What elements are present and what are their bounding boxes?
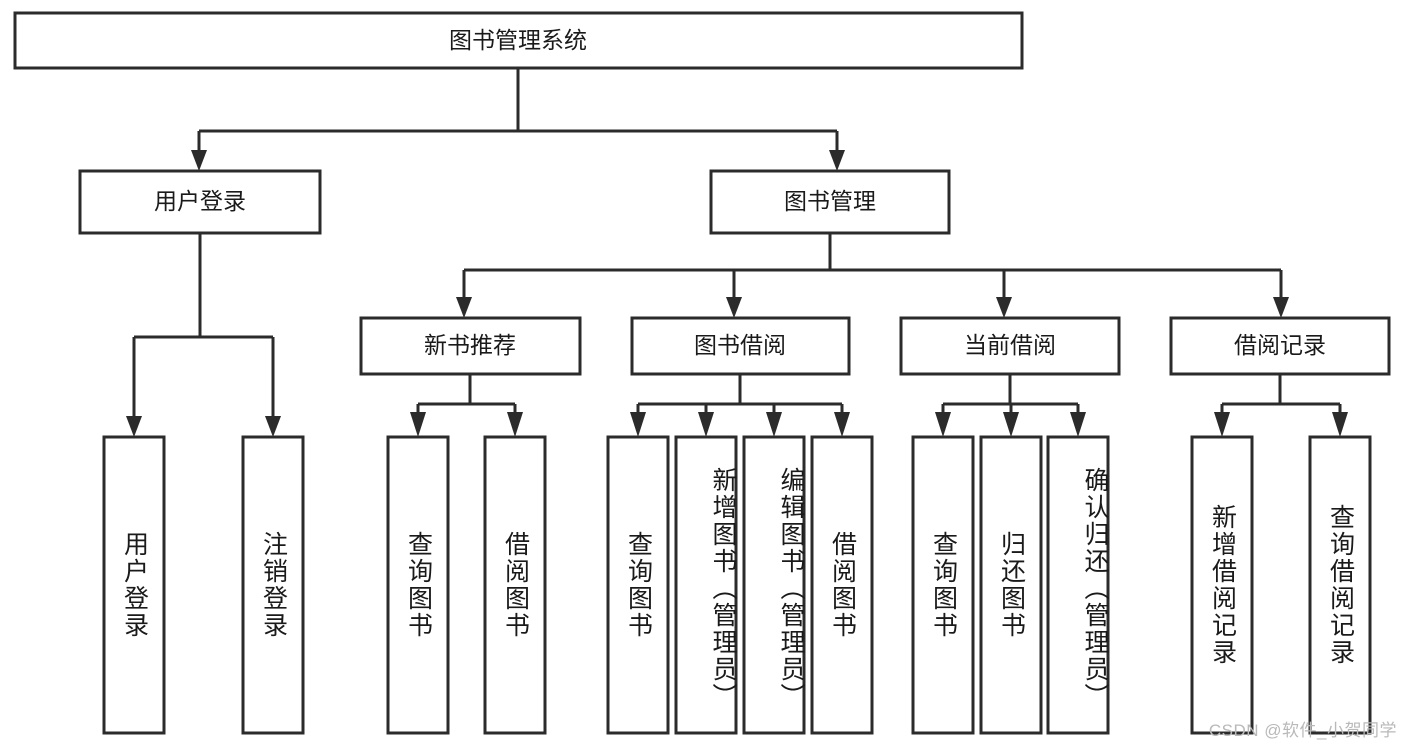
leaf-boxes (102, 435, 1372, 735)
leaf-query-book-3-rect[interactable] (911, 435, 975, 735)
node-user-login[interactable]: 用户登录 (78, 169, 322, 235)
node-user-login-rect (78, 169, 322, 235)
node-current-borrow-label: 当前借阅 (964, 332, 1056, 358)
leaf-query-book-1-rect[interactable] (386, 435, 450, 735)
leaf-user-login-rect[interactable] (102, 435, 166, 735)
leaf-query-record-rect[interactable] (1308, 435, 1372, 735)
node-new-book-recommend[interactable]: 新书推荐 (359, 316, 582, 376)
node-borrow-record-label: 借阅记录 (1234, 332, 1326, 358)
node-root-rect (13, 11, 1024, 70)
leaf-edit-book-rect[interactable] (742, 435, 806, 735)
node-borrow-record[interactable]: 借阅记录 (1169, 316, 1391, 376)
leaf-add-record-rect[interactable] (1190, 435, 1254, 735)
node-new-book-recommend-rect (359, 316, 582, 376)
node-new-book-recommend-label: 新书推荐 (424, 332, 516, 358)
connector-borrow-record-bus (1214, 374, 1348, 437)
leaf-confirm-return-rect[interactable] (1046, 435, 1110, 735)
node-root-label: 图书管理系统 (449, 27, 587, 53)
connector-user-login-bus (126, 233, 281, 437)
node-book-borrow-label: 图书借阅 (694, 332, 786, 358)
leaf-borrow-book-1-rect[interactable] (483, 435, 547, 735)
node-root[interactable]: 图书管理系统 (13, 11, 1024, 70)
leaf-borrow-book-2-rect[interactable] (810, 435, 874, 735)
leaf-return-book-rect[interactable] (979, 435, 1043, 735)
node-current-borrow-rect (899, 316, 1121, 376)
connector-new-book-recommend-bus (410, 374, 523, 437)
connector-book-borrow-bus (630, 374, 850, 437)
connector-book-manage-bus (456, 233, 1289, 318)
node-book-manage[interactable]: 图书管理 (709, 169, 951, 235)
node-current-borrow[interactable]: 当前借阅 (899, 316, 1121, 376)
leaf-add-book-rect[interactable] (674, 435, 738, 735)
leaf-user-logout-rect[interactable] (241, 435, 305, 735)
node-book-manage-label: 图书管理 (784, 188, 876, 214)
csdn-watermark: CSDN @软件_小贺同学 (1208, 721, 1397, 740)
node-user-login-label: 用户登录 (154, 188, 246, 214)
connector-root-bus (191, 68, 845, 171)
node-book-borrow[interactable]: 图书借阅 (630, 316, 851, 376)
leaf-query-book-2-rect[interactable] (606, 435, 670, 735)
connector-current-borrow-bus (935, 374, 1086, 437)
